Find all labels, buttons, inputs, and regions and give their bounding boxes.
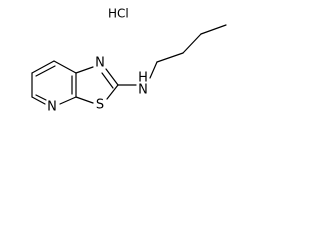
bond-c2-s1 <box>106 84 119 100</box>
bond-n3-c2-inner <box>101 72 114 89</box>
atom-label-amine-nitrogen: N <box>138 83 148 98</box>
bond-c6-n7 <box>31 96 46 105</box>
bond-c3-c4 <box>200 24 227 35</box>
bond-nh-c1 <box>149 61 158 79</box>
pyridine-ring <box>31 60 77 105</box>
bond-s1-c7a <box>75 96 94 104</box>
atom-label-sulfur: S <box>96 98 104 113</box>
bond-c2-c3 <box>182 33 202 54</box>
atom-label-ring-nitrogen: N <box>95 56 105 71</box>
bond-c1-c2 <box>156 52 184 63</box>
bond-n3-c2 <box>105 68 119 86</box>
bond-c3a-c4 <box>53 60 77 74</box>
bond-n7-c7a <box>59 96 77 105</box>
salt-label: HCl <box>108 7 129 21</box>
atom-label-pyridine-nitrogen: N <box>47 100 57 115</box>
bond-c4-c5 <box>31 60 55 74</box>
molecule-structure: N N S N H HCl <box>31 7 227 115</box>
structure-canvas: N N S N H HCl <box>0 0 233 130</box>
atom-label-amine-hydrogen: H <box>138 71 148 86</box>
bond-c4-c5-inner <box>35 65 56 77</box>
thiazole-ring <box>75 66 119 104</box>
bond-c3a-n3 <box>75 66 94 74</box>
bond-c6-n7-inner <box>35 94 47 101</box>
butylamino-group <box>117 24 227 86</box>
